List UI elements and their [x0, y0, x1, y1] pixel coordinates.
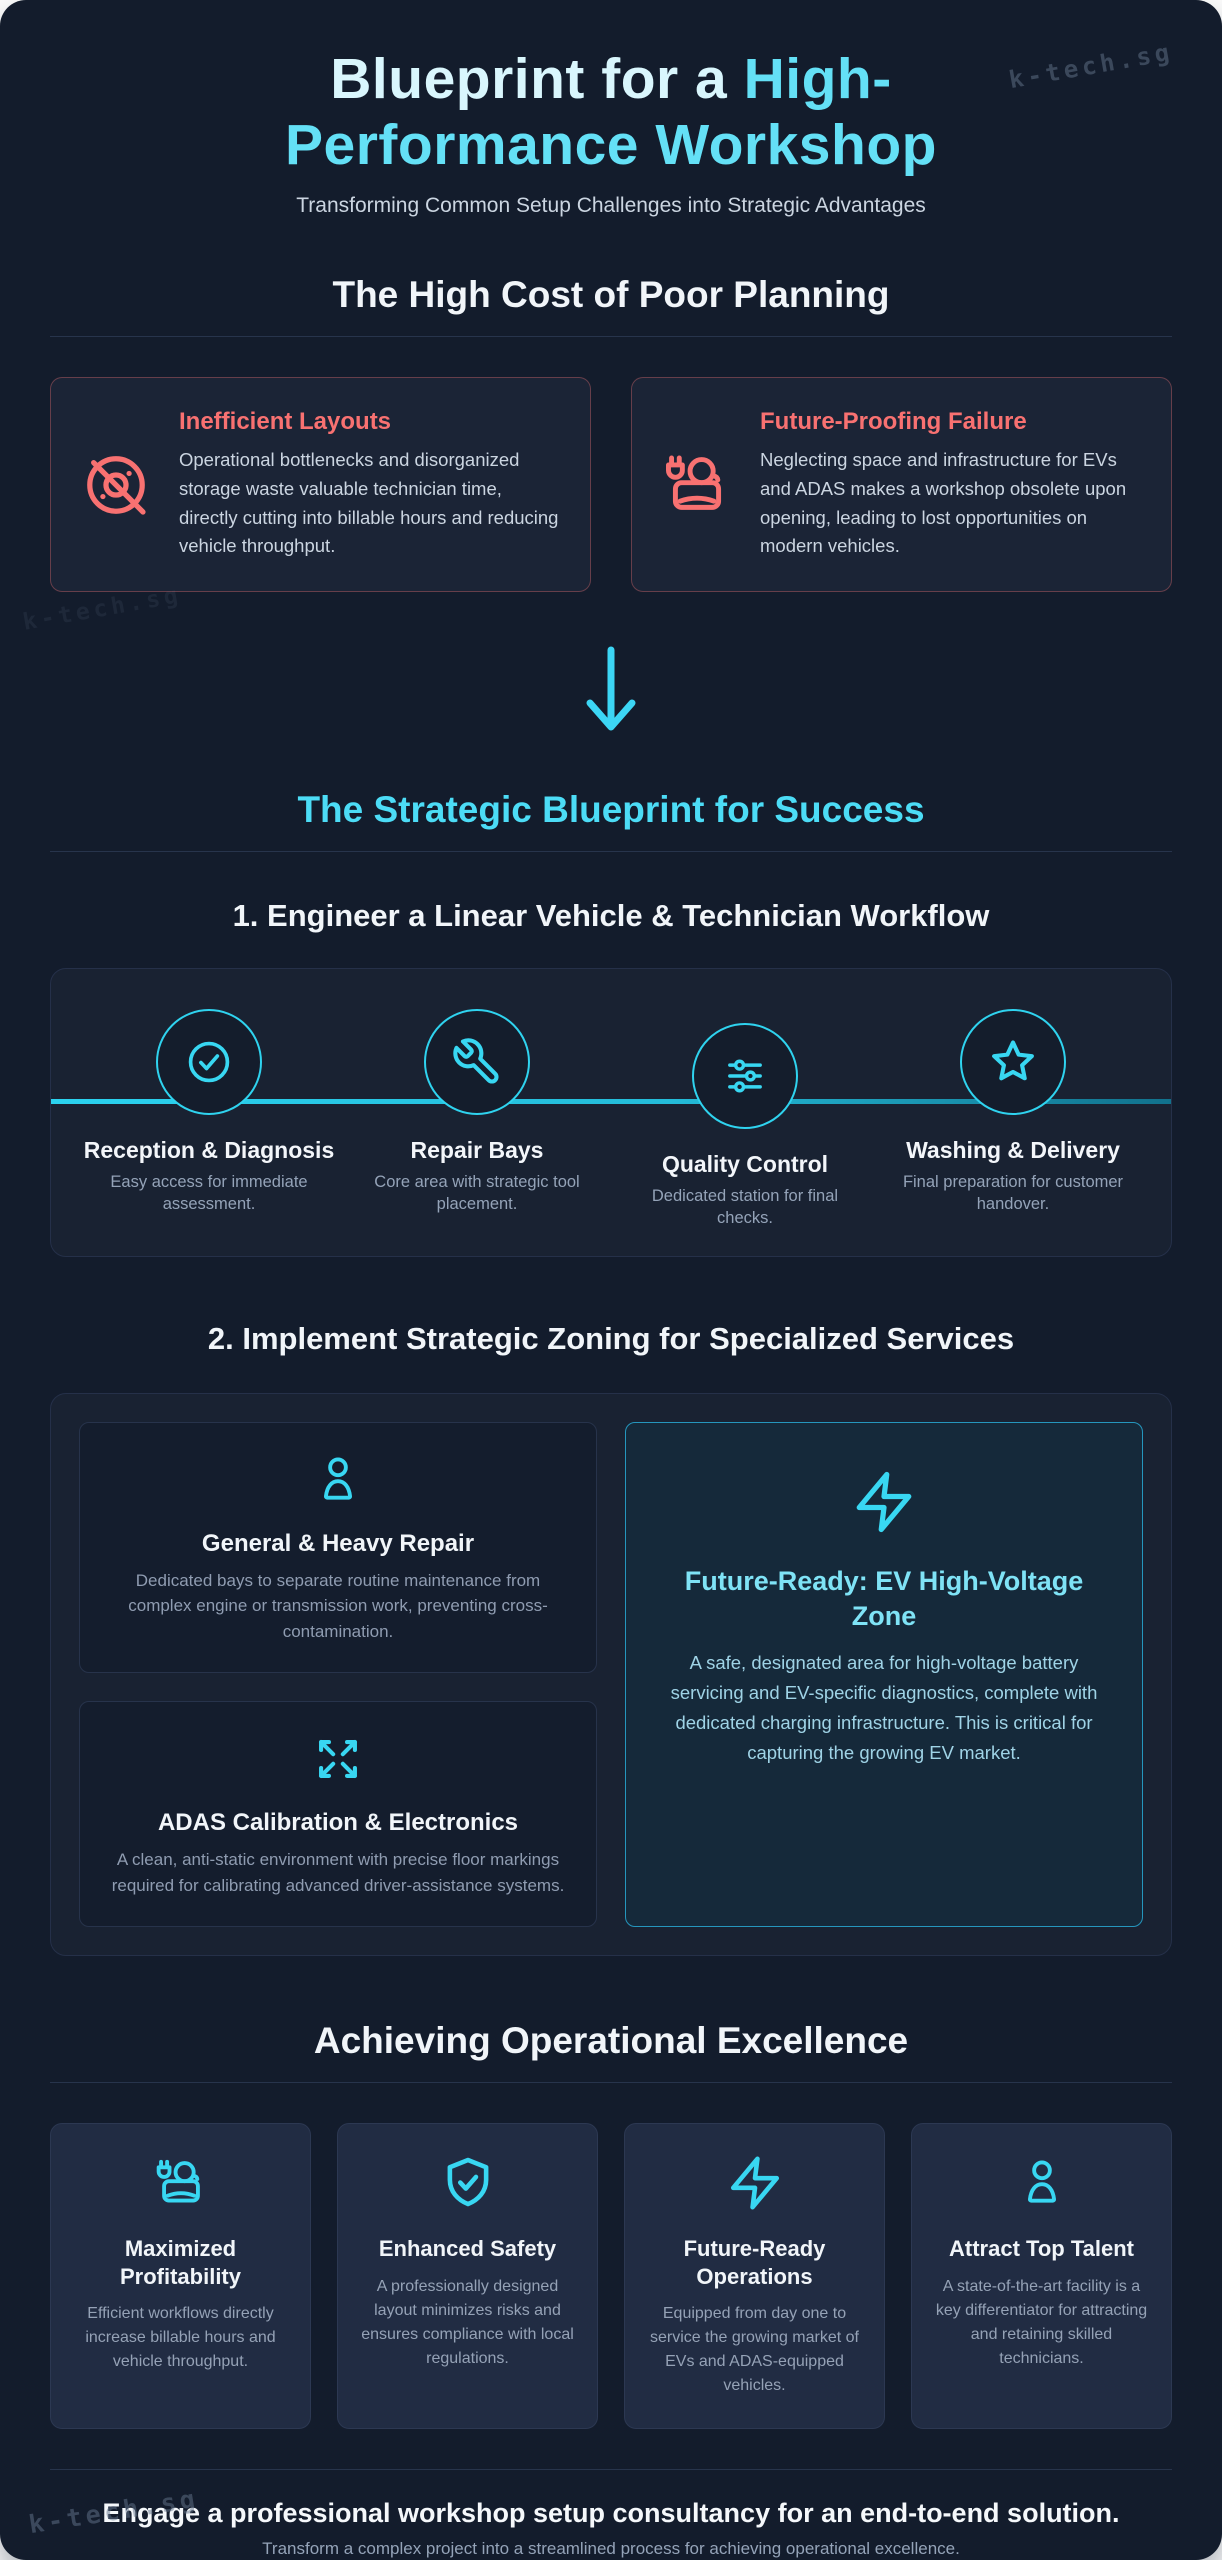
step-text: Easy access for immediate assessment.	[110, 1172, 308, 1213]
zone-card-title: ADAS Calibration & Electronics	[157, 1809, 519, 1837]
zoning-panel: General & Heavy Repair Dedicated bays to…	[50, 1392, 1172, 1957]
problem-card-text: Operational bottlenecks and disorganized…	[179, 449, 559, 557]
step-title: Reception & Diagnosis	[83, 1136, 335, 1163]
step-title: Washing & Delivery	[906, 1136, 1120, 1163]
blueprint-heading: The Strategic Blueprint for Success	[297, 788, 925, 830]
divider	[50, 850, 1172, 852]
divider	[50, 2082, 1172, 2084]
workflow-step-reception: Reception & Diagnosis Easy access for im…	[75, 1008, 343, 1216]
problem-card-future-proofing-failure: Future-Proofing Failure Neglecting space…	[631, 377, 1172, 592]
problems-heading: The High Cost of Poor Planning	[332, 274, 890, 316]
lightning-bolt-icon	[726, 2156, 784, 2216]
page-title: Blueprint for a High-Performance Worksho…	[151, 46, 1071, 178]
step-text: Dedicated station for final checks.	[651, 1186, 839, 1227]
step-title: Quality Control	[661, 1150, 829, 1177]
page-title-accent-2: Performance Workshop	[285, 113, 937, 178]
zone-card-adas-calibration: ADAS Calibration & Electronics A clean, …	[79, 1701, 597, 1928]
zoning-heading: 2. Implement Strategic Zoning for Specia…	[207, 1320, 1015, 1356]
excellence-card-text: A professionally designed layout minimiz…	[361, 2277, 574, 2367]
person-icon	[309, 1457, 367, 1513]
problem-card-text: Neglecting space and infrastructure for …	[760, 449, 1127, 557]
excellence-card-title: Enhanced Safety	[378, 2236, 557, 2262]
excellence-card-text: A state-of-the-art facility is a key dif…	[935, 2277, 1148, 2367]
ban-circle-icon	[79, 448, 153, 522]
problem-card-title: Future-Proofing Failure	[760, 408, 1027, 436]
excellence-card-enhanced-safety: Enhanced Safety A professionally designe…	[337, 2123, 598, 2430]
zoning-left-column: General & Heavy Repair Dedicated bays to…	[79, 1421, 597, 1928]
sliders-icon	[692, 1022, 798, 1129]
zone-card-general-heavy-repair: General & Heavy Repair Dedicated bays to…	[79, 1421, 597, 1674]
person-icon	[1013, 2160, 1071, 2216]
zone-card-title: Future-Ready: EV High-Voltage Zone	[684, 1565, 1084, 1631]
ev-car-charging-icon	[152, 2160, 210, 2216]
star-icon	[960, 1008, 1066, 1115]
excellence-card-text: Efficient workflows directly increase bi…	[85, 2305, 276, 2371]
problem-card-body: Future-Proofing Failure Neglecting space…	[760, 408, 1143, 561]
shield-check-icon	[439, 2158, 497, 2216]
step-text: Core area with strategic tool placement.	[374, 1172, 580, 1213]
excellence-card-title: Future-Ready Operations	[683, 2236, 826, 2289]
problem-card-inefficient-layouts: Inefficient Layouts Operational bottlene…	[50, 377, 591, 592]
divider	[50, 2469, 1172, 2471]
workflow-panel: Reception & Diagnosis Easy access for im…	[50, 967, 1172, 1257]
zone-card-text: A clean, anti-static environment with pr…	[111, 1850, 565, 1895]
page-subtitle: Transforming Common Setup Challenges int…	[296, 194, 926, 218]
down-arrow-icon	[50, 644, 1172, 741]
workflow-step-washing-delivery: Washing & Delivery Final preparation for…	[879, 1008, 1147, 1216]
problem-card-title: Inefficient Layouts	[179, 408, 392, 436]
excellence-card-future-ready-operations: Future-Ready Operations Equipped from da…	[624, 2123, 885, 2430]
zone-card-title: General & Heavy Repair	[201, 1529, 475, 1557]
footer: Engage a professional workshop setup con…	[50, 2498, 1172, 2559]
step-title: Repair Bays	[410, 1136, 544, 1163]
workflow-connector-line	[51, 1098, 1171, 1104]
excellence-heading: Achieving Operational Excellence	[313, 2020, 909, 2062]
footer-subtitle: Transform a complex project into a strea…	[262, 2539, 960, 2559]
excellence-cards-row: Maximized Profitability Efficient workfl…	[50, 2123, 1172, 2430]
zone-card-ev-high-voltage: Future-Ready: EV High-Voltage Zone A saf…	[625, 1421, 1143, 1928]
expand-arrows-icon	[309, 1740, 367, 1792]
zone-card-text: Dedicated bays to separate routine maint…	[128, 1570, 548, 1641]
lightning-bolt-icon	[851, 1471, 917, 1539]
check-circle-icon	[156, 1008, 262, 1115]
ev-car-charging-icon	[660, 448, 734, 522]
problem-cards-row: Inefficient Layouts Operational bottlene…	[50, 377, 1172, 592]
excellence-card-title: Maximized Profitability	[119, 2236, 241, 2289]
workflow-step-quality-control: Quality Control Dedicated station for fi…	[611, 1022, 879, 1230]
problem-card-body: Inefficient Layouts Operational bottlene…	[179, 408, 562, 561]
divider	[50, 336, 1172, 338]
step-text: Final preparation for customer handover.	[902, 1172, 1124, 1213]
excellence-card-text: Equipped from day one to service the gro…	[650, 2305, 859, 2395]
wrench-icon	[424, 1008, 530, 1115]
workflow-steps: Reception & Diagnosis Easy access for im…	[75, 1008, 1147, 1227]
footer-title: Engage a professional workshop setup con…	[102, 2498, 1120, 2529]
page-title-light: Blueprint for a	[330, 47, 744, 111]
excellence-card-attract-top-talent: Attract Top Talent A state-of-the-art fa…	[911, 2123, 1172, 2430]
zone-card-text: A safe, designated area for high-voltage…	[670, 1651, 1098, 1763]
excellence-card-maximized-profitability: Maximized Profitability Efficient workfl…	[50, 2123, 311, 2430]
page-title-accent-1: High-	[743, 47, 892, 111]
workflow-step-repair-bays: Repair Bays Core area with strategic too…	[343, 1008, 611, 1216]
workflow-heading: 1. Engineer a Linear Vehicle & Technicia…	[232, 897, 990, 933]
excellence-card-title: Attract Top Talent	[949, 2236, 1134, 2262]
